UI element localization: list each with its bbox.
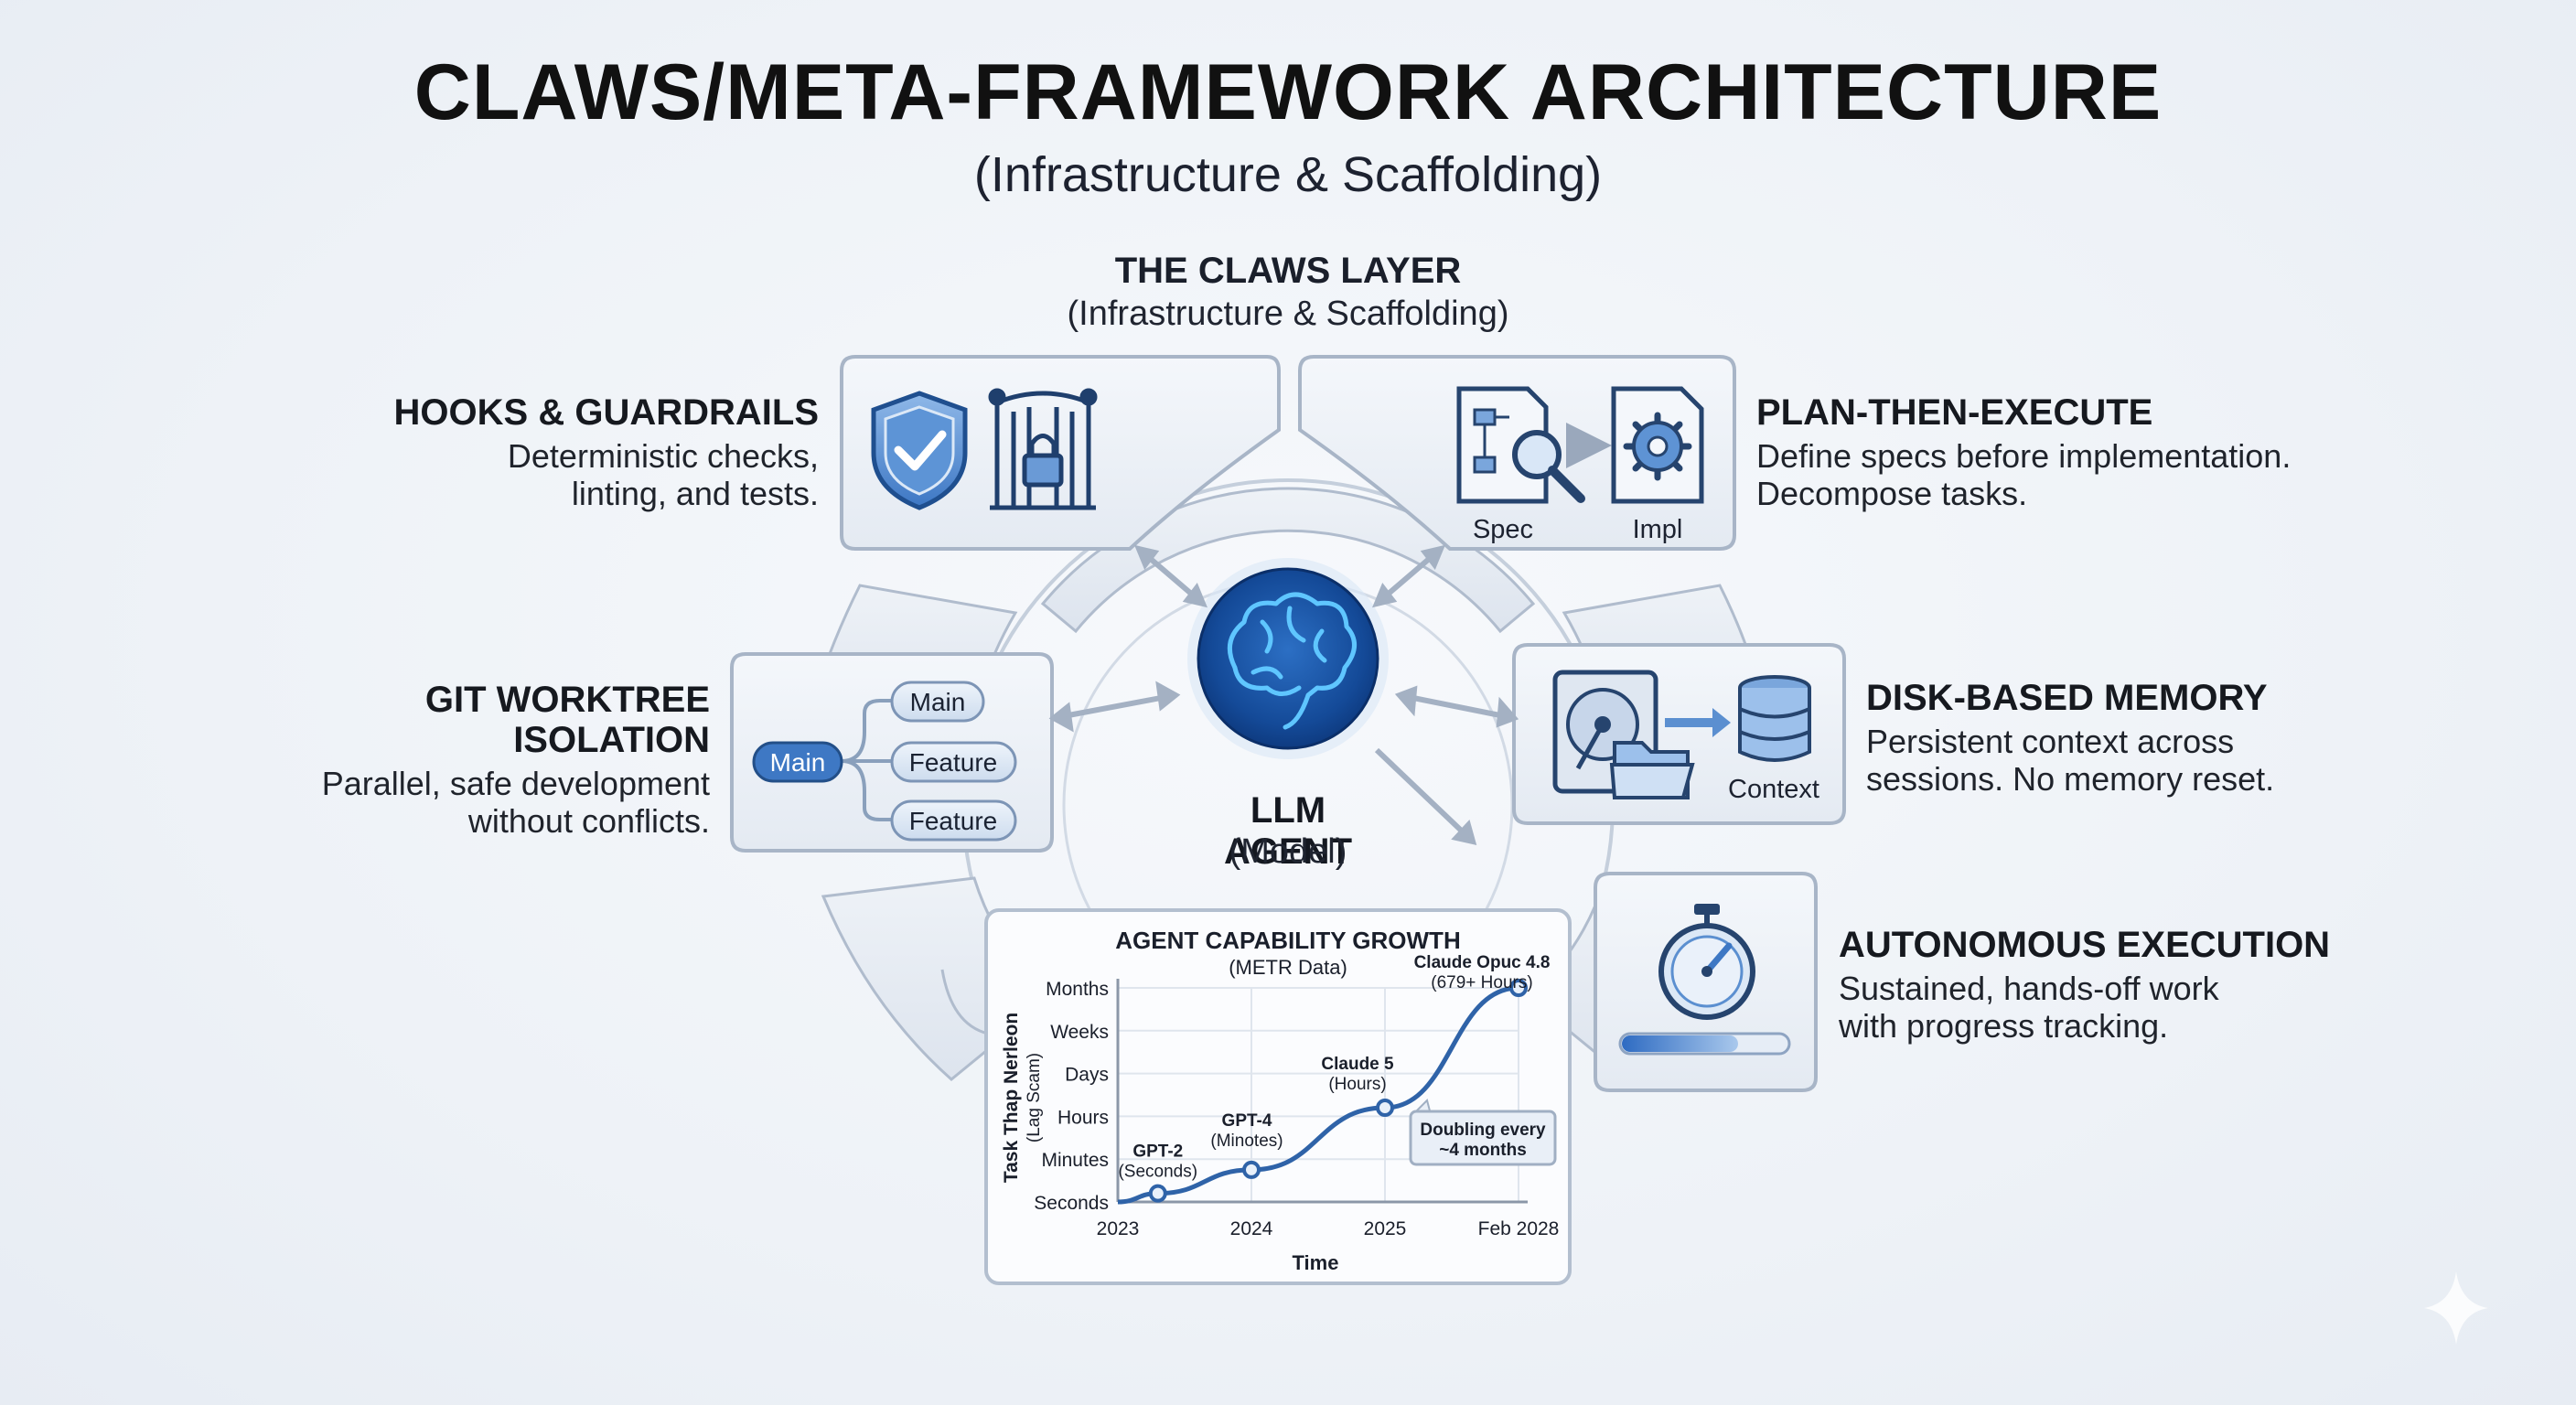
impl-gear-document-icon — [1611, 386, 1704, 504]
autonomous-panel — [1594, 872, 1818, 1092]
plan-desc-line2: Decompose tasks. — [1756, 475, 2028, 512]
point-label: Claude Opuc 4.8 — [1414, 953, 1551, 972]
hooks-desc-line2: linting, and tests. — [571, 475, 819, 512]
folder-icon — [1609, 741, 1695, 799]
git-desc-line2: without conflicts. — [467, 802, 710, 840]
point-label: Claude 5 — [1321, 1055, 1394, 1074]
plan-desc-line1: Define specs before implementation. — [1756, 437, 2292, 475]
layer-title: THE CLAWS LAYER — [1114, 251, 1462, 291]
point-sublabel: (679+ Hours) — [1431, 973, 1532, 992]
memory-title: DISK-BASED MEMORY — [1866, 678, 2268, 718]
git-desc-line1: Parallel, safe development — [321, 765, 710, 802]
progress-bar-icon — [1618, 1032, 1791, 1056]
chart-data-point — [1509, 979, 1528, 997]
hooks-panel — [840, 355, 1281, 551]
page-title: CLAWS/META-FRAMEWORK ARCHITECTURE — [413, 48, 2163, 136]
brain-icon — [1187, 558, 1389, 759]
point-label: GPT-2 — [1132, 1142, 1183, 1162]
svg-text:Feature: Feature — [909, 807, 998, 835]
x-tick-label: Feb 2028 — [1478, 1218, 1560, 1239]
point-sublabel: (Hours) — [1328, 1075, 1386, 1094]
chart-y-ticks: Seconds Minutes Hours Days Weeks Months — [1034, 979, 1109, 1214]
point-label: GPT-4 — [1222, 1111, 1272, 1131]
hooks-desc-line1: Deterministic checks, — [507, 437, 819, 475]
plan-title: PLAN-THEN-EXECUTE — [1756, 392, 2153, 433]
svg-text:Main: Main — [910, 688, 966, 716]
sparkle-icon — [2424, 1271, 2488, 1345]
page-subtitle: (Infrastructure & Scaffolding) — [973, 147, 1603, 202]
memory-panel: Context — [1512, 643, 1846, 825]
chart-ylabel-line1: Task Thap Nerleon — [1001, 1013, 1022, 1183]
ring-segment-bottom-left — [940, 969, 989, 1035]
x-tick-label: 2025 — [1364, 1218, 1407, 1239]
autonomous-title: AUTONOMOUS EXECUTION — [1839, 925, 2331, 965]
chart-data-point — [1148, 1184, 1167, 1203]
chart-subtitle: (METR Data) — [1229, 956, 1347, 979]
plan-panel: Spec Impl — [1298, 355, 1736, 551]
database-icon — [1738, 675, 1811, 762]
annotation-line1: Doubling every — [1420, 1121, 1546, 1140]
spec-document-icon — [1456, 386, 1585, 504]
git-title-line2: ISOLATION — [513, 720, 710, 760]
chart-grid — [1116, 979, 1528, 1204]
ring-segment-top — [1040, 487, 1536, 634]
layer-subtitle: (Infrastructure & Scaffolding) — [1067, 295, 1509, 333]
stopwatch-icon — [1658, 904, 1755, 1020]
y-tick-label: Weeks — [1050, 1022, 1109, 1043]
locked-gate-icon — [988, 388, 1098, 510]
chart-data-point — [1376, 1099, 1394, 1118]
spec-label: Spec — [1473, 515, 1533, 544]
point-sublabel: (Minotes) — [1210, 1132, 1283, 1151]
connector-arrows — [1048, 544, 1519, 846]
chart-x-ticks: 2023 2024 2025 Feb 2028 — [1097, 1218, 1560, 1239]
y-tick-label: Days — [1065, 1065, 1109, 1086]
memory-desc-line1: Persistent context across — [1866, 723, 2235, 760]
center-subtitle: (Model) — [1229, 832, 1347, 871]
git-branch-feature-pill: Feature — [890, 799, 1017, 842]
annotation-line2: ~4 months — [1439, 1141, 1527, 1160]
git-branch-feature-pill: Feature — [890, 741, 1017, 783]
y-tick-label: Seconds — [1034, 1193, 1109, 1214]
y-tick-label: Months — [1046, 979, 1109, 1000]
chart-title: AGENT CAPABILITY GROWTH — [1115, 927, 1460, 954]
center-title: LLM AGENT — [1224, 790, 1352, 872]
chart-data-point — [1242, 1160, 1261, 1179]
doubling-annotation: Doubling every ~4 months — [1409, 1099, 1557, 1166]
chart-xlabel: Time — [1293, 1251, 1339, 1274]
svg-text:Feature: Feature — [909, 748, 998, 777]
x-tick-label: 2023 — [1097, 1218, 1140, 1239]
hooks-title: HOOKS & GUARDRAILS — [393, 392, 819, 433]
svg-text:Main: Main — [770, 748, 826, 777]
y-tick-label: Hours — [1057, 1107, 1109, 1128]
git-branch-main-pill: Main — [890, 681, 985, 723]
git-root-main-pill: Main — [752, 741, 843, 783]
memory-desc-line2: sessions. No memory reset. — [1866, 760, 2275, 798]
chart-ylabel-line2: (Lag Scam) — [1025, 1053, 1044, 1142]
point-sublabel: (Seconds) — [1118, 1163, 1197, 1182]
y-tick-label: Minutes — [1041, 1150, 1109, 1171]
context-label: Context — [1728, 775, 1819, 804]
git-title-line1: GIT WORKTREE — [424, 680, 710, 720]
capability-chart-panel: AGENT CAPABILITY GROWTH (METR Data) Seco… — [984, 908, 1572, 1285]
autonomous-desc-line2: with progress tracking. — [1839, 1007, 2169, 1045]
shield-check-icon — [871, 391, 968, 510]
autonomous-desc-line1: Sustained, hands-off work — [1839, 970, 2219, 1007]
x-tick-label: 2024 — [1230, 1218, 1273, 1239]
git-panel: Main Main Feature Feature — [730, 652, 1054, 853]
impl-label: Impl — [1633, 515, 1683, 544]
